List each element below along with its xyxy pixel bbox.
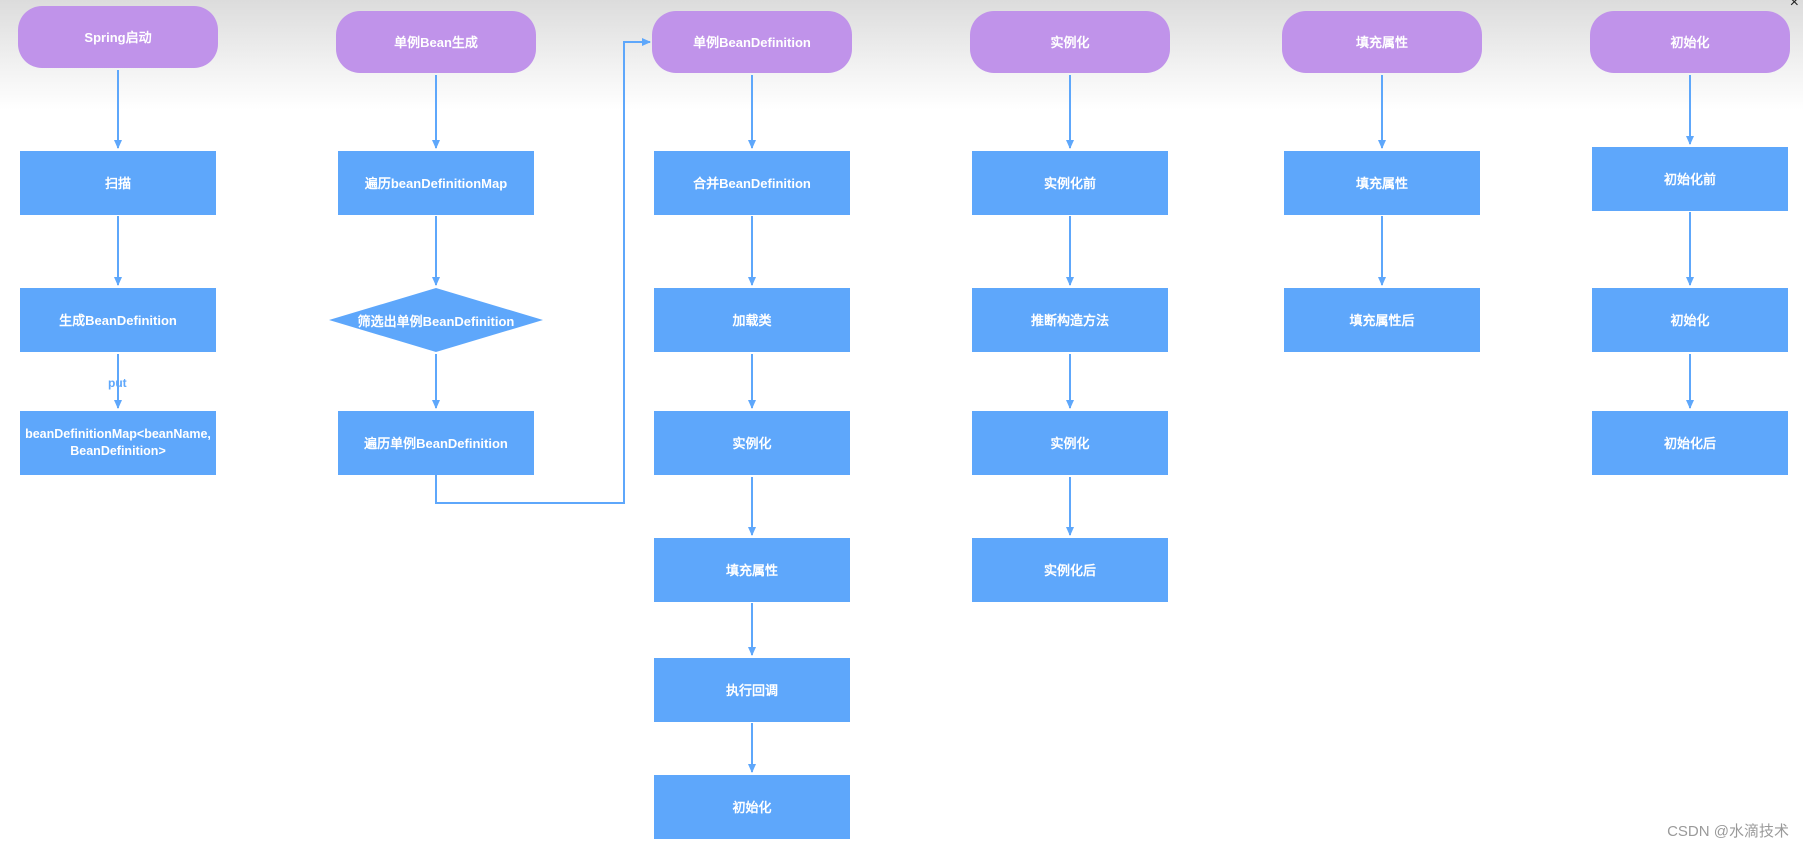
step-scan: 扫描 [20,151,216,215]
header-singleton-bean-generation: 单例Bean生成 [336,11,536,73]
step-execute-callbacks: 执行回调 [654,658,850,722]
step-before-instantiation: 实例化前 [972,151,1168,215]
step-iterate-bean-definition-map: 遍历beanDefinitionMap [338,151,534,215]
step-initialize: 初始化 [654,775,850,839]
step-after-populate: 填充属性后 [1284,288,1480,352]
header-singleton-bean-definition: 单例BeanDefinition [652,11,852,73]
step-populate-properties: 填充属性 [654,538,850,602]
step-instantiation: 实例化 [972,411,1168,475]
header-spring-start: Spring启动 [18,6,218,68]
decision-diamond-shape [329,288,543,352]
arrow-iterate-singleton-to-singleton-def [435,38,651,504]
step-iterate-singleton-bean-definition: 遍历单例BeanDefinition [338,411,534,475]
step-initialization: 初始化 [1592,288,1788,352]
step-after-instantiation: 实例化后 [972,538,1168,602]
decision-filter-singleton: 筛选出单例BeanDefinition [329,288,543,352]
step-bean-definition-map: beanDefinitionMap<beanName, BeanDefiniti… [20,411,216,475]
header-initialization: 初始化 [1590,11,1790,73]
step-instantiate: 实例化 [654,411,850,475]
step-load-class: 加载类 [654,288,850,352]
header-populate-properties: 填充属性 [1282,11,1482,73]
edge-label-put: put [108,376,127,390]
header-instantiation: 实例化 [970,11,1170,73]
watermark: CSDN @水滴技术 [1667,823,1789,840]
step-after-initialization: 初始化后 [1592,411,1788,475]
step-populate: 填充属性 [1284,151,1480,215]
step-generate-bean-definition: 生成BeanDefinition [20,288,216,352]
step-merge-bean-definition: 合并BeanDefinition [654,151,850,215]
step-before-initialization: 初始化前 [1592,147,1788,211]
close-icon[interactable]: × [1789,0,1799,11]
step-infer-constructor: 推断构造方法 [972,288,1168,352]
decision-filter-label: 筛选出单例BeanDefinition [357,313,515,329]
